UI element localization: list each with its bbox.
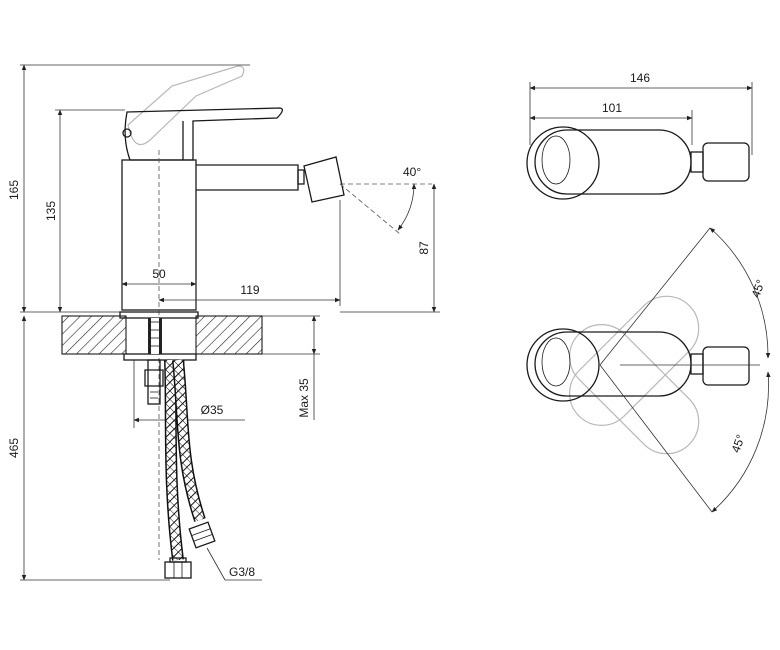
- spray-angle-arc: [397, 183, 417, 231]
- rotation-lever: [534, 331, 692, 397]
- top-lever: [534, 129, 692, 195]
- spray-angle-label: 40°: [403, 165, 421, 179]
- lever-length-label: 101: [602, 101, 622, 115]
- rotation-arc-lower: [711, 371, 771, 513]
- thread-label: G3/8: [229, 565, 255, 579]
- max-thickness-label: Max 35: [297, 378, 311, 418]
- lever-pivot: [122, 128, 132, 138]
- rotation-arc-upper: [709, 227, 771, 359]
- total-height-label: 165: [7, 180, 21, 200]
- hose-length-label: 465: [7, 438, 21, 458]
- countertop-right: [195, 315, 263, 355]
- rotation-lower-label: 45°: [729, 433, 748, 455]
- spray-head: [303, 156, 345, 203]
- rotation-body-circle: [526, 328, 600, 402]
- hose-nut-right: [188, 521, 216, 549]
- lever-rotated-upper-ghost: [569, 295, 700, 426]
- spout: [196, 164, 299, 191]
- hole-diameter-label: Ø35: [201, 403, 224, 417]
- hose-nut-left: [164, 557, 192, 579]
- outlet-height-label: 87: [417, 241, 431, 255]
- side-view: 40° 165 135 87 50 119: [7, 64, 440, 581]
- lever-closed: [124, 107, 284, 161]
- mounting-flange-bottom: [123, 353, 197, 361]
- top-spray-neck: [690, 151, 704, 173]
- lever-open-ghost: [127, 65, 245, 146]
- mounting-bolt: [147, 359, 161, 405]
- top-view: 146 101 45° 45°: [526, 71, 771, 513]
- top-width-label: 146: [630, 71, 650, 85]
- lever-rotated-lower-ghost: [569, 324, 700, 455]
- rotation-upper-label: 45°: [749, 278, 768, 300]
- body-height-label: 135: [44, 201, 58, 221]
- top-spray-head: [702, 142, 750, 182]
- top-body-circle: [526, 126, 600, 200]
- spout-connector: [297, 169, 305, 185]
- countertop-left: [61, 315, 127, 355]
- spout-reach-label: 119: [240, 283, 259, 297]
- rotation-spray-head: [702, 346, 750, 386]
